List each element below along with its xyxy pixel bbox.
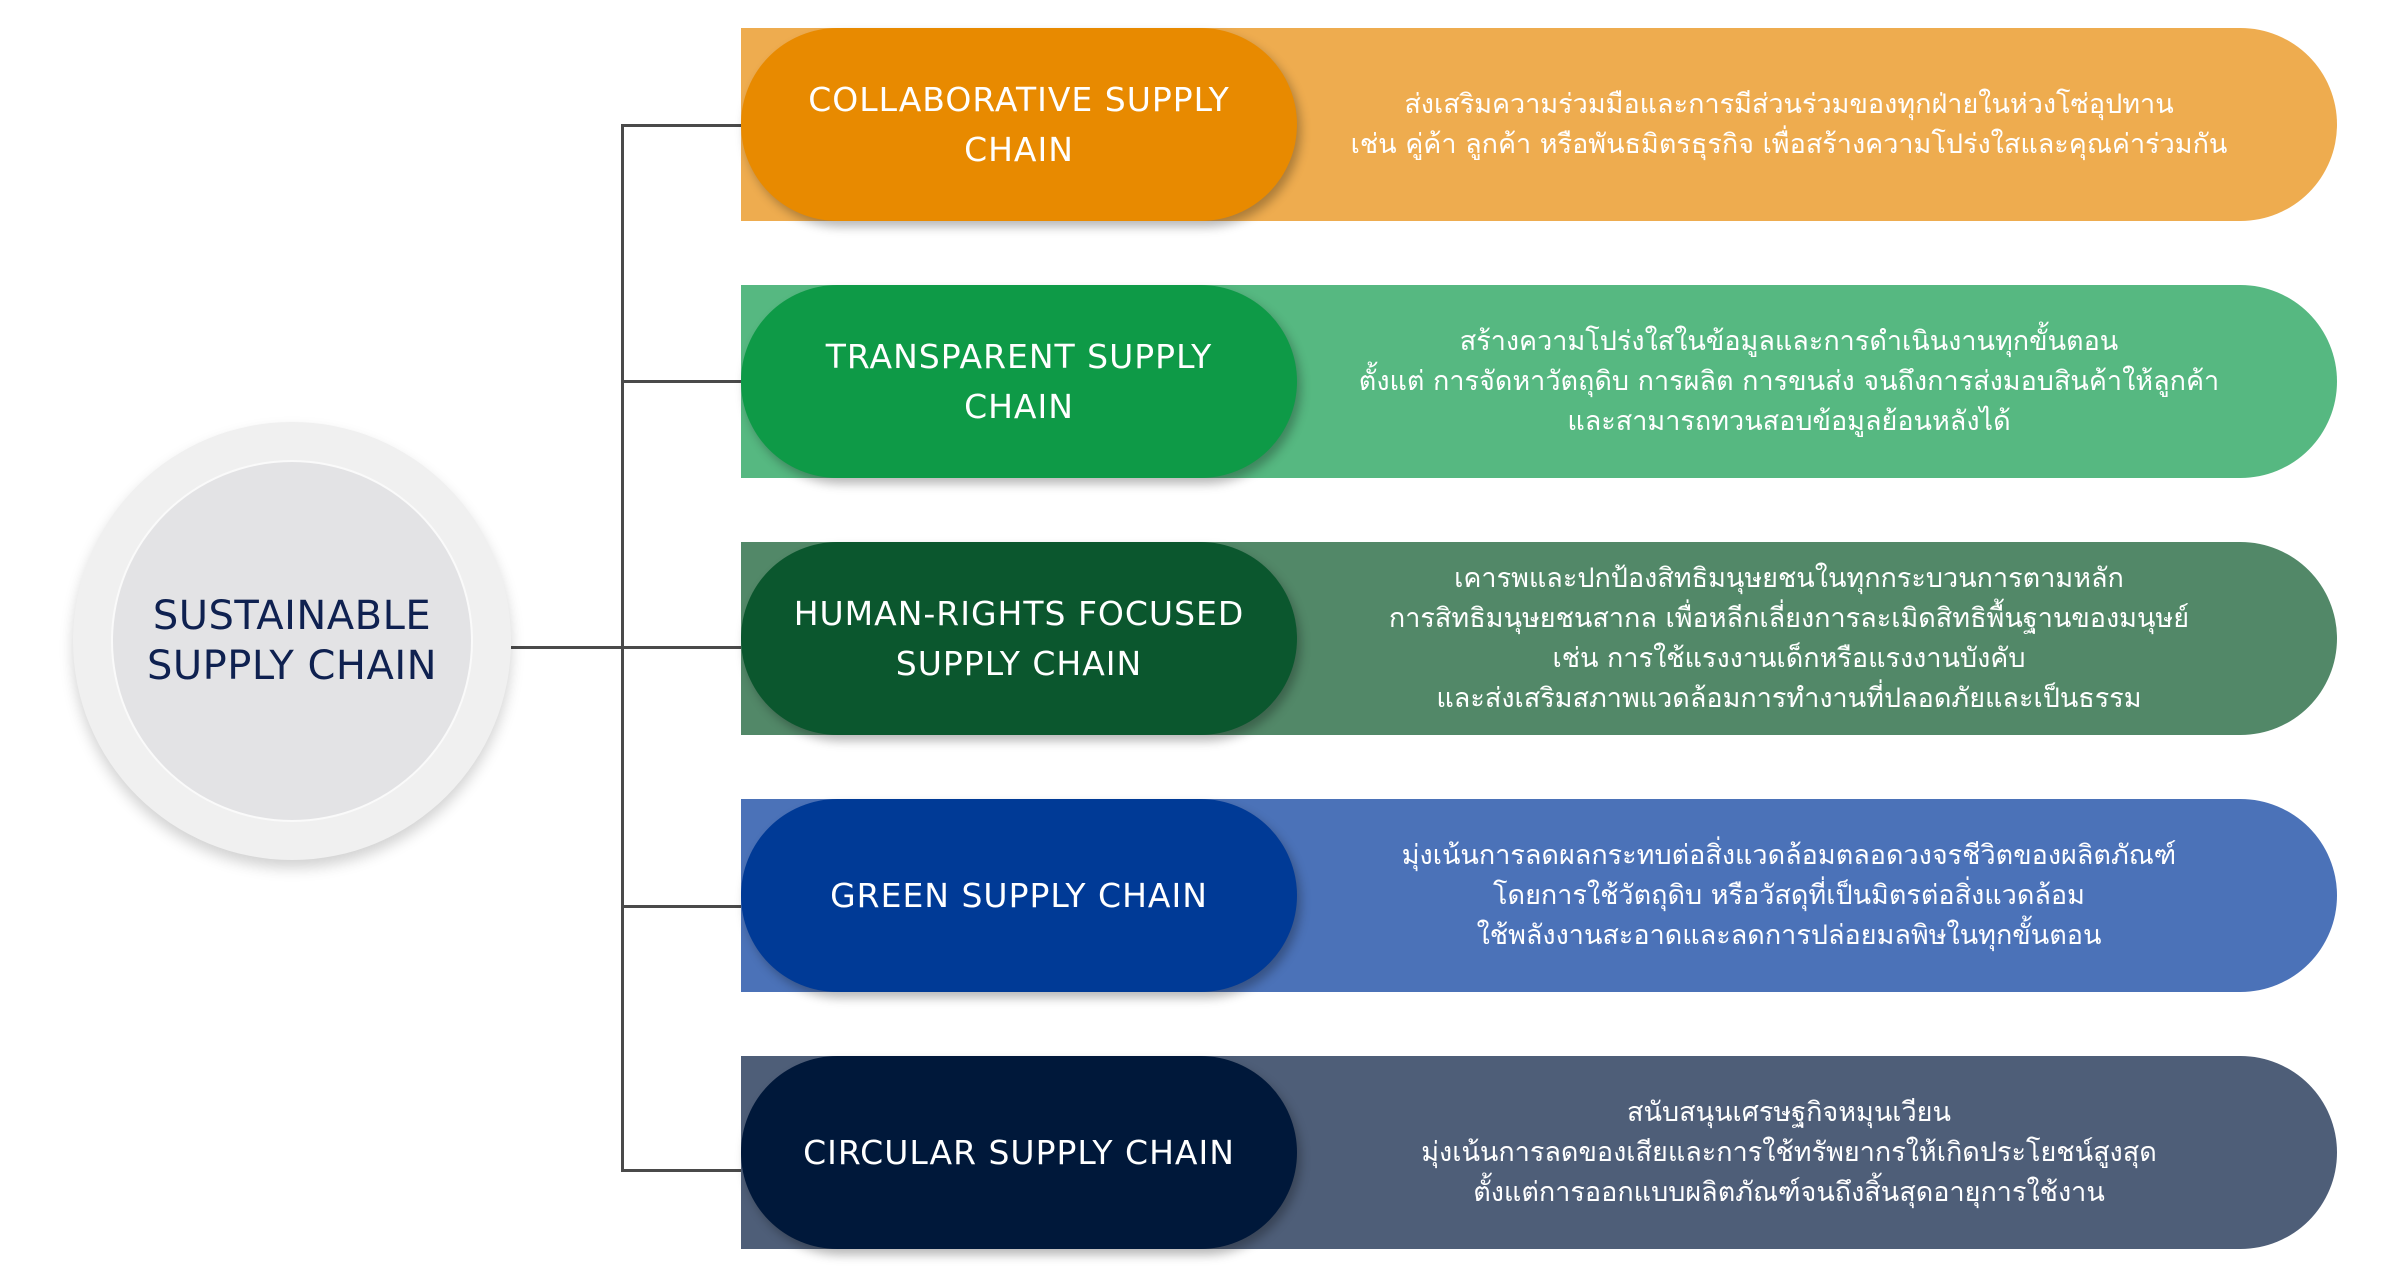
branch-label: HUMAN-RIGHTS FOCUSED SUPPLY CHAIN xyxy=(793,593,1245,683)
description-text: สนับสนุนเศรษฐกิจหมุนเวียน มุ่งเน้นการลดข… xyxy=(1301,1056,2277,1249)
description-text: เคารพและปกป้องสิทธิมนุษยชนในทุกกระบวนการ… xyxy=(1301,542,2277,735)
branch-green: มุ่งเน้นการลดผลกระทบต่อสิ่งแวดล้อมตลอดวง… xyxy=(741,799,2337,992)
branch-circular: สนับสนุนเศรษฐกิจหมุนเวียน มุ่งเน้นการลดข… xyxy=(741,1056,2337,1249)
description-text: มุ่งเน้นการลดผลกระทบต่อสิ่งแวดล้อมตลอดวง… xyxy=(1301,799,2277,992)
description-line: ตั้งแต่ การจัดหาวัตถุดิบ การผลิต การขนส่… xyxy=(1358,365,2220,397)
description-line: เช่น การใช้แรงงานเด็กหรือแรงงานบังคับ xyxy=(1552,642,2026,674)
label-pill: COLLABORATIVE SUPPLY CHAIN xyxy=(741,28,1297,221)
description-line: มุ่งเน้นการลดผลกระทบต่อสิ่งแวดล้อมตลอดวง… xyxy=(1401,839,2177,871)
branch-label: GREEN SUPPLY CHAIN xyxy=(830,875,1208,915)
connector-branch-3 xyxy=(621,646,743,649)
description-text: สร้างความโปร่งใสในข้อมูลและการดำเนินงานท… xyxy=(1301,285,2277,478)
branch-human-rights: เคารพและปกป้องสิทธิมนุษยชนในทุกกระบวนการ… xyxy=(741,542,2337,735)
description-line: การสิทธิมนุษยชนสากล เพื่อหลีกเลี่ยงการละ… xyxy=(1388,602,2190,634)
label-pill: TRANSPARENT SUPPLY CHAIN xyxy=(741,285,1297,478)
description-line: เช่น คู่ค้า ลูกค้า หรือพันธมิตรธุรกิจ เพ… xyxy=(1350,128,2228,160)
description-line: สนับสนุนเศรษฐกิจหมุนเวียน xyxy=(1627,1096,1951,1128)
connector-branch-5 xyxy=(621,1169,743,1172)
label-pill: GREEN SUPPLY CHAIN xyxy=(741,799,1297,992)
hub-title: SUSTAINABLE SUPPLY CHAIN xyxy=(146,593,438,689)
branch-collaborative: ส่งเสริมความร่วมมือและการมีส่วนร่วมของทุ… xyxy=(741,28,2337,221)
connector-branch-1 xyxy=(621,124,743,127)
description-line: ใช้พลังงานสะอาดและลดการปล่อยมลพิษในทุกขั… xyxy=(1476,919,2102,951)
description-line: มุ่งเน้นการลดของเสียและการใช้ทรัพยากรให้… xyxy=(1421,1136,2157,1168)
connector-hub xyxy=(511,646,623,649)
branch-label: CIRCULAR SUPPLY CHAIN xyxy=(803,1132,1235,1172)
branch-transparent: สร้างความโปร่งใสในข้อมูลและการดำเนินงานท… xyxy=(741,285,2337,478)
connector-branch-4 xyxy=(621,905,743,908)
description-line: สร้างความโปร่งใสในข้อมูลและการดำเนินงานท… xyxy=(1459,325,2119,357)
description-text: ส่งเสริมความร่วมมือและการมีส่วนร่วมของทุ… xyxy=(1301,28,2277,221)
branch-label: COLLABORATIVE SUPPLY CHAIN xyxy=(808,79,1230,169)
hub-inner-circle: SUSTAINABLE SUPPLY CHAIN xyxy=(113,462,471,820)
label-pill: HUMAN-RIGHTS FOCUSED SUPPLY CHAIN xyxy=(741,542,1297,735)
description-line: ส่งเสริมความร่วมมือและการมีส่วนร่วมของทุ… xyxy=(1404,88,2174,120)
description-line: และสามารถทวนสอบข้อมูลย้อนหลังได้ xyxy=(1567,405,2011,437)
branch-label: TRANSPARENT SUPPLY CHAIN xyxy=(825,336,1213,426)
label-pill: CIRCULAR SUPPLY CHAIN xyxy=(741,1056,1297,1249)
description-line: โดยการใช้วัตถุดิบ หรือวัสดุที่เป็นมิตรต่… xyxy=(1493,879,2085,911)
hub-circle: SUSTAINABLE SUPPLY CHAIN xyxy=(73,422,511,860)
description-line: ตั้งแต่การออกแบบผลิตภัณฑ์จนถึงสิ้นสุดอาย… xyxy=(1473,1176,2105,1208)
description-line: และส่งเสริมสภาพแวดล้อมการทำงานที่ปลอดภัย… xyxy=(1436,682,2142,714)
connector-branch-2 xyxy=(621,380,743,383)
description-line: เคารพและปกป้องสิทธิมนุษยชนในทุกกระบวนการ… xyxy=(1454,562,2124,594)
